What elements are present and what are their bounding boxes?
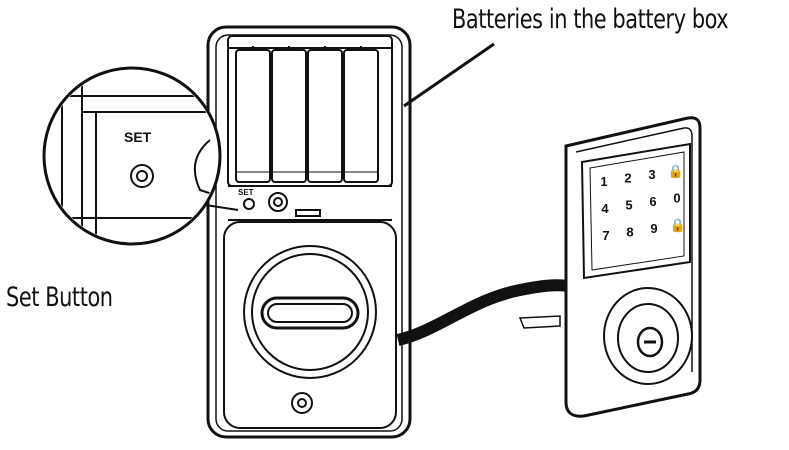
zoom-set-label: SET xyxy=(124,129,152,145)
keypad-key: 9 xyxy=(650,221,657,236)
cable xyxy=(396,279,569,346)
keypad-panel xyxy=(580,142,691,280)
keypad-key: 4 xyxy=(601,201,609,216)
keyhole xyxy=(636,326,664,358)
deadbolt-rosette xyxy=(603,287,693,385)
batteries xyxy=(235,46,379,183)
keypad-key: 0 xyxy=(673,191,680,206)
exterior-housing xyxy=(564,116,702,418)
set-button-small xyxy=(243,198,255,210)
keypad-key: 🔒 xyxy=(668,164,684,179)
keypad-key: 6 xyxy=(649,194,656,209)
exterior-assembly xyxy=(564,116,702,418)
keypad-key: 2 xyxy=(624,171,631,186)
interior-assembly xyxy=(206,25,412,439)
interior-housing xyxy=(206,25,412,439)
cover-plate xyxy=(223,221,397,429)
battery-compartment xyxy=(227,35,393,187)
screw-hole-top xyxy=(268,192,288,212)
set-button-label: Set Button xyxy=(6,282,113,313)
keypad-key: 5 xyxy=(625,198,632,213)
set-button-zoomed xyxy=(130,164,154,188)
tailpiece xyxy=(518,315,561,329)
keypad-key: 3 xyxy=(648,167,655,182)
thumbturn-lever xyxy=(260,296,360,330)
set-label-small: SET xyxy=(238,188,254,197)
keypad-key: 🔒 xyxy=(670,218,686,233)
keypad-key: 7 xyxy=(602,228,609,243)
keypad-key: 1 xyxy=(600,174,607,189)
keypad-key: 8 xyxy=(626,225,633,240)
batteries-leader xyxy=(403,42,495,108)
batteries-label: Batteries in the battery box xyxy=(452,4,729,35)
keypad-keys: 1 2 3 🔒 4 5 6 0 7 8 9 🔒 xyxy=(600,164,686,244)
thumbturn-ring xyxy=(243,245,377,379)
screw-hole-bottom xyxy=(291,392,313,414)
